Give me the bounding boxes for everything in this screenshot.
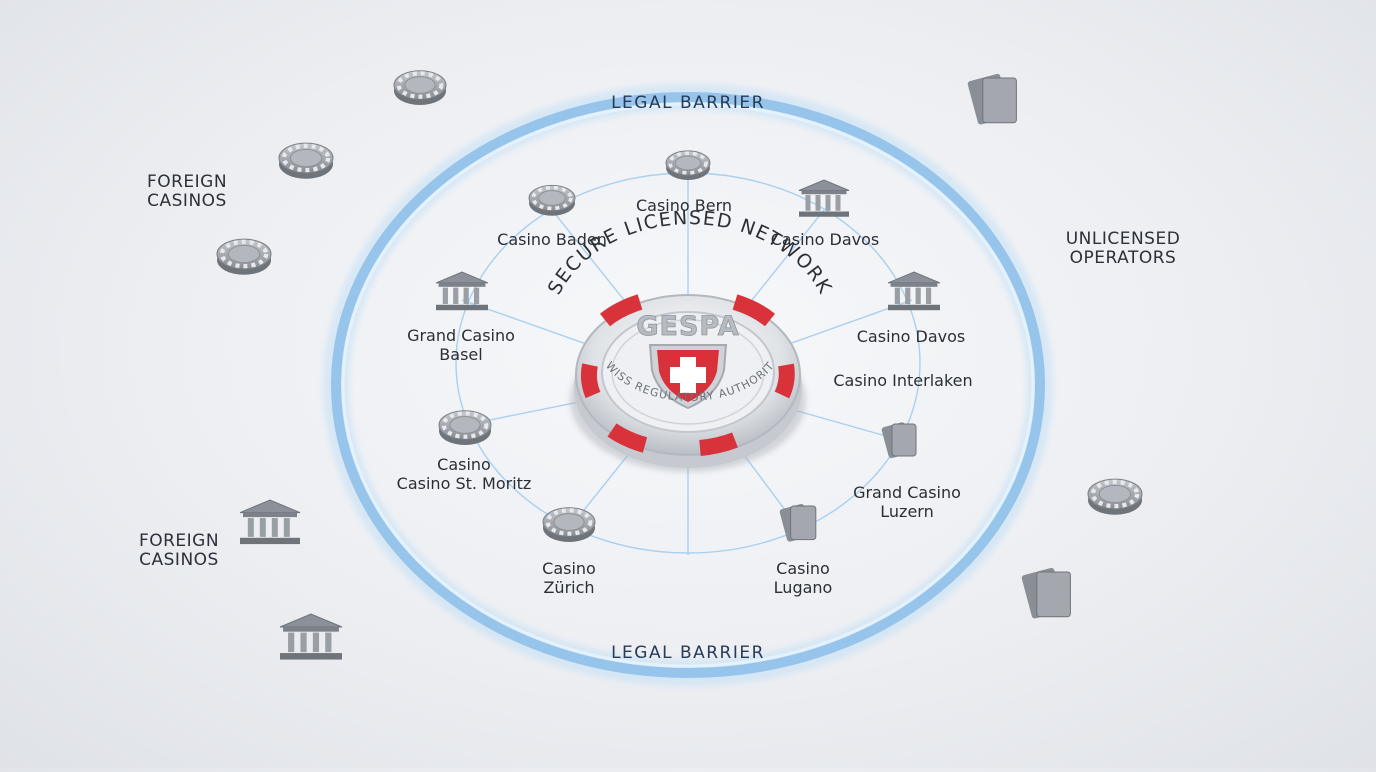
node-label-line: Zürich (543, 578, 595, 597)
cards-icon (779, 504, 817, 542)
outside-label-line: FOREIGN (138, 531, 220, 551)
outside-label-line: FOREIGN (146, 172, 228, 192)
node-label-line: Casino St. Moritz (396, 474, 532, 493)
bank-icon (798, 179, 850, 217)
legal-barrier-ring (323, 84, 1053, 686)
hub-name: GESPA (636, 311, 739, 342)
node-label-line: Grand Casino (407, 326, 515, 345)
node-label-line: Casino (437, 455, 491, 474)
node-label-line: Casino Baden (497, 230, 607, 249)
node-label-line: Grand Casino (853, 483, 961, 502)
chip-icon (438, 410, 492, 446)
node-label-line: Casino Davos (770, 230, 880, 249)
outside-label-line: CASINOS (139, 550, 219, 570)
bank-icon (435, 271, 489, 311)
node-label-casino-davos-top: Casino Davos (771, 230, 880, 249)
chip-icon (278, 142, 334, 179)
node-label-casino-baden: Casino Baden (497, 230, 607, 249)
node-icons (435, 150, 941, 543)
chip-icon (528, 184, 576, 216)
outside-icons (216, 70, 1143, 660)
cards-icon (967, 73, 1017, 125)
node-label-line: Casino (542, 559, 596, 578)
hub-red-segments (580, 294, 795, 456)
node-label-line: Casino Interlaken (833, 371, 973, 390)
node-label-line: Casino (776, 559, 830, 578)
outside-label-line: OPERATORS (1069, 248, 1177, 268)
node-label-casino-davos-right: Casino Davos (857, 327, 966, 346)
node-label-casino-bern: Casino Bern (636, 196, 732, 215)
node-label-line: Luzern (880, 502, 934, 521)
node-label-line: Basel (439, 345, 483, 364)
chip-icon (542, 507, 596, 543)
cards-icon (1021, 567, 1071, 619)
bank-icon (279, 613, 343, 660)
chip-icon (665, 150, 711, 180)
node-label-line: Casino Davos (856, 327, 966, 346)
bank-icon (239, 499, 301, 545)
node-label-line: Lugano (773, 578, 833, 597)
chip-icon (393, 70, 447, 106)
cards-icon (881, 422, 917, 459)
swiss-cross-shield-icon (648, 344, 728, 410)
outside-label-line: UNLICENSED (1065, 229, 1181, 249)
outside-label-line: CASINOS (147, 191, 227, 211)
chip-icon (1087, 478, 1143, 515)
bank-icon (887, 271, 941, 311)
legal-barrier-top-label: LEGAL BARRIER (611, 93, 765, 113)
node-label-casino-interlaken: Casino Interlaken (833, 371, 972, 390)
network-title: SECURE LICENSED NETWORK (544, 207, 837, 298)
legal-barrier-bottom-label: LEGAL BARRIER (611, 643, 765, 663)
chip-icon (216, 238, 272, 275)
node-label-line: Casino Bern (635, 196, 733, 215)
